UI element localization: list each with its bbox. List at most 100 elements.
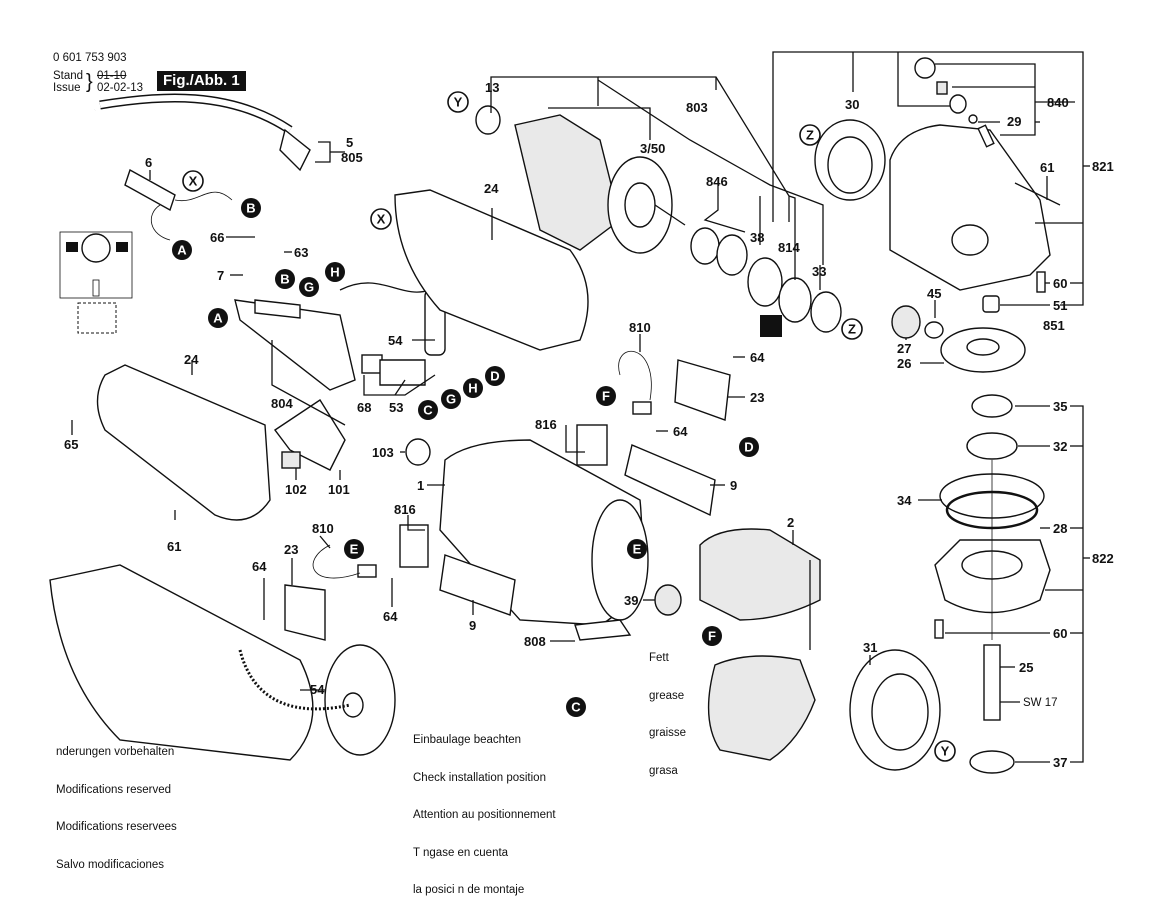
- part-label: 9: [469, 618, 476, 633]
- part-label: 9: [730, 478, 737, 493]
- callout-D: D: [485, 366, 505, 386]
- part-label: 810: [312, 521, 334, 536]
- callout-text: G: [304, 280, 314, 295]
- callout-text: G: [446, 392, 456, 407]
- part-label: 27: [897, 341, 911, 356]
- brush-holder: [399, 524, 429, 568]
- part-label: 5: [346, 135, 353, 150]
- note-line: T ngase en cuenta: [413, 846, 509, 859]
- part-label: 1: [417, 478, 424, 493]
- callout-E: E: [344, 539, 364, 559]
- note-line: Check installation position: [413, 771, 546, 784]
- switch-lever: [273, 399, 346, 471]
- bearing-icon-box: [760, 315, 782, 337]
- part-label: 3/50: [640, 141, 665, 156]
- lock-spring: [936, 81, 948, 95]
- part-label: 816: [394, 502, 416, 517]
- part-label: 821: [1092, 159, 1114, 174]
- part-label: 45: [927, 286, 941, 301]
- callout-text: Z: [806, 128, 814, 143]
- brush-cover: [674, 359, 731, 421]
- screw: [934, 619, 944, 639]
- field-coil-upper: [699, 528, 821, 621]
- note-line: grease: [649, 689, 685, 702]
- stand-value: 01-10: [97, 70, 127, 82]
- spring: [281, 451, 301, 469]
- part-label: 103: [372, 445, 394, 460]
- note-line: Einbaulage beachten: [413, 734, 522, 746]
- part-label: 846: [706, 174, 728, 189]
- part-label: 54: [310, 682, 325, 697]
- callout-text: H: [330, 265, 339, 280]
- switch-assembly: [234, 299, 426, 391]
- power-cord: [75, 93, 311, 241]
- seal-ring: [810, 291, 842, 333]
- brace-icon: }: [86, 71, 93, 93]
- part-label: 38: [750, 230, 764, 245]
- callout-text: F: [602, 389, 610, 404]
- part-label: SW 17: [1023, 697, 1058, 709]
- part-label: 29: [1007, 114, 1021, 129]
- part-label: 24: [184, 352, 199, 367]
- part-label: 13: [485, 80, 499, 95]
- part-label: 37: [1053, 755, 1067, 770]
- screw: [1036, 271, 1046, 293]
- part-label: 26: [897, 356, 911, 371]
- part-label: 808: [524, 634, 546, 649]
- circlip: [690, 227, 720, 265]
- bearing-sleeve: [654, 584, 682, 616]
- part-label: 101: [328, 482, 350, 497]
- needle-bearing: [747, 257, 783, 307]
- callout-text: Z: [848, 322, 856, 337]
- callout-A: A: [172, 240, 192, 260]
- part-labels: 13 803 3/50 846 38 814 33 30 840 29 821 …: [64, 80, 1114, 770]
- mounting-flange: [969, 750, 1015, 774]
- issue-value: 02-02-13: [97, 82, 144, 94]
- callout-A: A: [208, 308, 228, 328]
- part-label: 805: [341, 150, 363, 165]
- part-label: 61: [1040, 160, 1054, 175]
- callout-H: H: [463, 378, 483, 398]
- callout-text: A: [177, 243, 187, 258]
- field-coil-lower: [707, 655, 816, 761]
- lock-button: [914, 57, 936, 79]
- callout-text: D: [490, 369, 499, 384]
- callout-text: Y: [454, 95, 463, 110]
- callout-Z: Z: [799, 124, 821, 146]
- callout-text: C: [571, 700, 581, 715]
- part-label: 34: [897, 493, 912, 508]
- note-line: la posici n de montaje: [413, 884, 525, 896]
- part-label: 32: [1053, 439, 1067, 454]
- part-label: 803: [686, 100, 708, 115]
- callout-H: H: [325, 262, 345, 282]
- callout-X: X: [370, 208, 392, 230]
- part-label: 822: [1092, 551, 1114, 566]
- part-label: 39: [624, 593, 638, 608]
- note-line: graisse: [649, 727, 687, 739]
- grease-note: Fett grease graisse grasa: [649, 627, 686, 790]
- washer: [716, 234, 748, 276]
- wiring-schematic: [59, 231, 133, 334]
- part-label: 810: [629, 320, 651, 335]
- stand-label: Stand: [53, 70, 84, 82]
- part-label: 30: [845, 97, 859, 112]
- part-label: 28: [1053, 521, 1067, 536]
- lock-pin: [977, 124, 995, 148]
- callout-F: F: [596, 386, 616, 406]
- part-label: 35: [1053, 399, 1067, 414]
- exploded-parts-diagram: 13 803 3/50 846 38 814 33 30 840 29 821 …: [49, 51, 1114, 774]
- callout-text: F: [708, 629, 716, 644]
- carbon-brush: [632, 401, 652, 415]
- part-label: 2: [787, 515, 794, 530]
- callout-F: F: [702, 626, 722, 646]
- part-label: 53: [389, 400, 403, 415]
- housing-shell-bottom: [96, 364, 271, 521]
- ball-bearing: [778, 277, 812, 323]
- bearing-flange: [966, 432, 1018, 460]
- note-line: Salvo modificaciones: [56, 858, 165, 871]
- callout-text: A: [213, 311, 223, 326]
- carbon-brush: [357, 564, 377, 578]
- part-label: 64: [383, 609, 398, 624]
- part-label: 23: [284, 542, 298, 557]
- connector-callouts: A A B B G H D H G C F D E E F C X X Y Y …: [172, 91, 956, 762]
